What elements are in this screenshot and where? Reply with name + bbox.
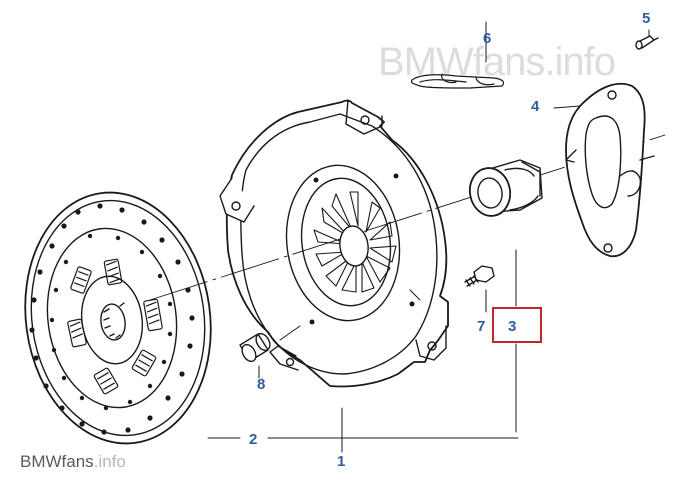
bolt-drawing: [464, 265, 495, 287]
callout-7: 7: [477, 318, 486, 335]
callout-8: 8: [257, 376, 266, 393]
callout-4: 4: [531, 98, 540, 115]
clutch-disc-drawing: [24, 191, 212, 445]
callout-1: 1: [337, 453, 346, 470]
callout-3: 3: [508, 318, 517, 335]
callout-5: 5: [642, 10, 651, 27]
pin-drawing: [635, 35, 659, 50]
spring-clip-drawing: [410, 73, 505, 89]
release-bearing-drawing: [468, 159, 543, 217]
callout-2: 2: [249, 431, 258, 448]
highlight-box-3: [492, 307, 542, 343]
callout-6: 6: [483, 30, 492, 47]
watermark-brand-light: fans: [61, 452, 94, 471]
watermark-bottom: BMWfans.info: [20, 452, 126, 472]
pressure-plate-drawing: [219, 99, 449, 388]
leader-lines: [207, 21, 650, 453]
pilot-bushing-drawing: [239, 332, 271, 379]
watermark-brand-tld: .info: [93, 452, 126, 471]
release-lever-drawing: [565, 82, 655, 258]
watermark-brand-dark: BMW: [20, 452, 62, 471]
